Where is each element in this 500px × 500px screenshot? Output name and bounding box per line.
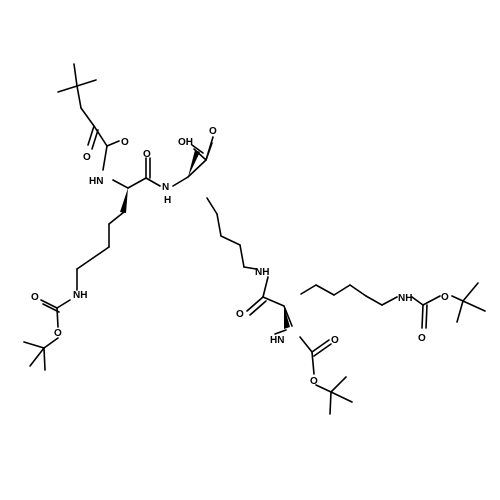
stereo-wedges [120,150,290,329]
atom-h-central: H [164,195,171,206]
atom-n-central: N [162,182,169,193]
atom-o-amide-left: O [143,149,151,160]
atom-o-acid: O [209,126,217,137]
atom-nh-central-epsilon: NH [255,267,269,278]
atom-o-boc-carbonyl-bottom: O [331,335,339,346]
atom-nh-left-epsilon: NH [73,290,87,301]
atom-o-boc-ether-bottom: O [310,376,318,387]
atom-oh-acid: OH [178,137,193,148]
atom-nh-right-epsilon: NH [398,293,412,304]
atom-nh-left-alpha: HN [89,176,103,187]
bonds [23,63,486,415]
atom-o-boc-ether-top: O [121,137,129,148]
atom-o-boc-carbonyl-right: O [418,333,426,344]
atom-o-boc-carbonyl-left: O [31,292,39,303]
atom-nh-right-alpha: HN [270,335,284,346]
atom-o-amide-right: O [236,309,244,320]
atom-o-boc-ether-left: O [54,328,62,339]
atom-o-boc-ether-right: O [441,292,449,303]
atom-o-boc-carbonyl-top: O [83,152,91,163]
atom-labels: O O HN O N H OH O NH O O NH O HN NH O O … [31,126,449,387]
